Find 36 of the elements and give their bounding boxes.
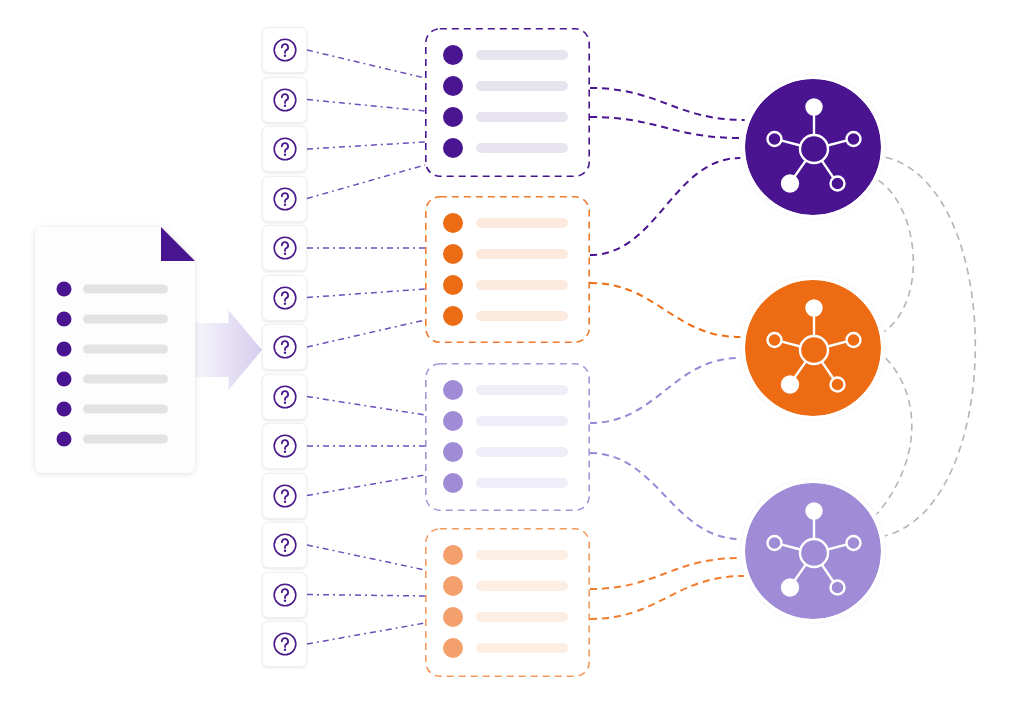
question-tile	[262, 126, 307, 172]
question-tile	[262, 522, 307, 568]
dashed-connector	[306, 474, 426, 497]
question-tile	[262, 175, 307, 222]
dashed-connector	[884, 156, 977, 537]
question-tile	[262, 324, 307, 370]
dashed-connector	[306, 593, 426, 597]
dashed-list-panel	[425, 528, 590, 677]
dashed-connector	[589, 116, 742, 140]
question-tile	[262, 76, 307, 123]
question-tile	[262, 373, 307, 420]
dashed-connector	[589, 575, 745, 620]
question-tile	[262, 423, 307, 469]
dashed-connector	[306, 98, 426, 112]
question-tile	[262, 472, 307, 519]
dashed-connector	[589, 157, 742, 256]
dashed-list-panel	[425, 28, 590, 177]
dashed-connector	[875, 357, 913, 516]
question-tile	[262, 225, 307, 271]
block-arrow	[195, 310, 262, 390]
dashed-connector	[306, 622, 426, 645]
dashed-connector	[306, 164, 426, 200]
dashed-connector	[306, 247, 426, 249]
dashed-connector	[306, 288, 426, 299]
question-tile	[262, 571, 307, 618]
dashed-connector	[306, 141, 426, 150]
dashed-connector	[589, 87, 746, 121]
dashed-list-panel	[425, 363, 590, 511]
dashed-connector	[589, 282, 742, 338]
question-tile	[262, 621, 307, 667]
dashed-list-panel	[425, 196, 590, 343]
dashed-connector	[877, 179, 914, 333]
dashed-connector	[306, 445, 426, 447]
dashed-connector	[306, 395, 426, 416]
question-tile	[262, 27, 307, 73]
question-tile	[262, 274, 307, 321]
